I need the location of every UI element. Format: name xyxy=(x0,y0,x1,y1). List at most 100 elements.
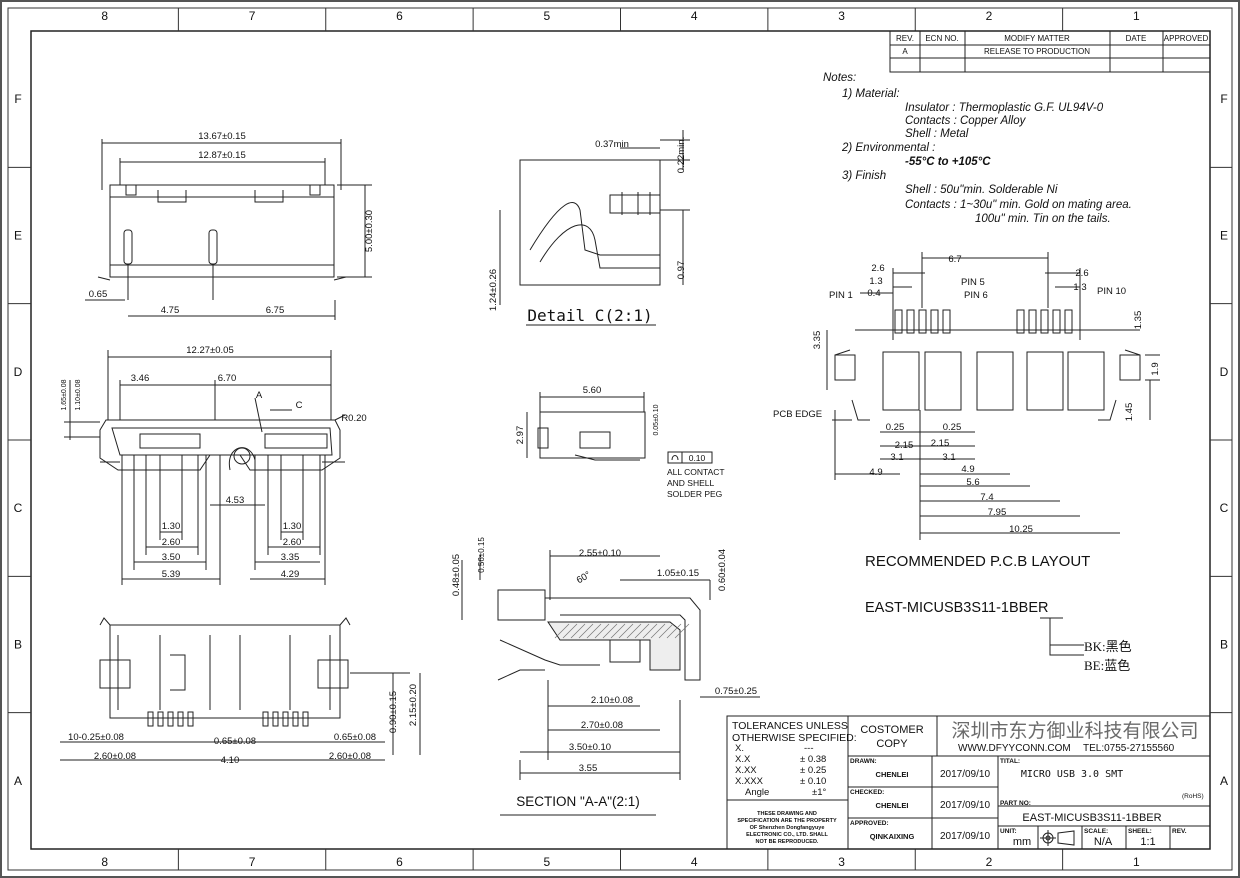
dim-label: 0.10 xyxy=(689,453,706,463)
dim-label: 5.00±0.30 xyxy=(364,210,375,252)
zone-col-label: 3 xyxy=(838,855,845,869)
dim-label: 2.97 xyxy=(515,426,526,445)
approved-by: QINKAIXING xyxy=(870,832,915,841)
zone-row-label: C xyxy=(14,501,23,515)
section-title: SECTION "A-A"(2:1) xyxy=(516,794,640,809)
rev-row-modify: RELEASE TO PRODUCTION xyxy=(984,47,1090,56)
dim-label: 6.7 xyxy=(948,254,961,265)
dim-label: 0.37min xyxy=(595,139,629,150)
dim-label: 0.90±0.15 xyxy=(388,691,399,733)
dim-label: 2.6 xyxy=(871,263,884,274)
dim-label: 2.15 xyxy=(895,440,914,451)
dim-label: 1.35 xyxy=(1133,311,1144,330)
rev-label: REV. xyxy=(1172,828,1187,835)
part-code: EAST-MICUSB3S11-1BBER xyxy=(865,600,1048,616)
dim-label: 5.60 xyxy=(583,385,602,396)
pin-tail xyxy=(262,711,269,727)
dim-label: 0.4 xyxy=(867,288,880,299)
top-view xyxy=(85,139,372,320)
tolerance-value: ± 0.10 xyxy=(800,776,826,787)
drawn-label: DRAWN: xyxy=(850,758,877,765)
note-line: Insulator : Thermoplastic G.F. UL94V-0 xyxy=(905,102,1104,114)
tolerance-key: X.XX xyxy=(735,765,757,776)
zone-col-label: 1 xyxy=(1133,9,1140,23)
zone-col-label: 2 xyxy=(986,855,993,869)
unit-value: mm xyxy=(1013,836,1031,848)
dim-label: 6.75 xyxy=(266,305,285,316)
property-notice: ELECTRONIC CO., LTD. SHALL xyxy=(746,832,828,838)
dim-label: C xyxy=(296,400,303,411)
zone-col-label: 3 xyxy=(838,9,845,23)
zone-row-label: E xyxy=(14,229,22,243)
coplanarity-note: AND SHELL xyxy=(667,478,715,488)
checked-by: CHENLEI xyxy=(876,801,909,810)
scale-label: SCALE: xyxy=(1084,828,1108,835)
dim-label: 7.95 xyxy=(988,507,1007,518)
tolerance-value: ±1° xyxy=(812,787,826,798)
property-notice: THESE DRAWING AND xyxy=(757,811,817,817)
zone-row-label: B xyxy=(14,638,22,652)
pin-tail xyxy=(187,711,194,727)
dim-label: 2.70±0.08 xyxy=(581,720,623,731)
dim-label: 4.75 xyxy=(161,305,180,316)
section-view xyxy=(461,550,760,780)
dim-label: 5.39 xyxy=(162,569,181,580)
pcb-pad xyxy=(1040,309,1049,334)
dim-label: 2.10±0.08 xyxy=(591,695,633,706)
dim-label: 5.6 xyxy=(966,477,979,488)
zone-col-label: 7 xyxy=(249,9,256,23)
tolerance-key: X. xyxy=(735,743,744,754)
pcb-pad xyxy=(942,309,951,334)
dim-label: 4.9 xyxy=(961,464,974,475)
pcb-pad xyxy=(1064,309,1073,334)
zone-col-label: 8 xyxy=(101,855,108,869)
pin-tail xyxy=(282,711,289,727)
tolerance-heading: OTHERWISE SPECIFIED: xyxy=(732,732,857,744)
front-view xyxy=(64,350,346,585)
dim-label: 2.6 xyxy=(1075,268,1088,279)
dim-label: 1.9 xyxy=(1150,362,1161,375)
pcb-pad xyxy=(918,309,927,334)
dim-label: 4.29 xyxy=(281,569,300,580)
dim-label: 0.25 xyxy=(943,422,962,433)
note-line: 3) Finish xyxy=(842,170,886,182)
note-line: Contacts : 1~30u" min. Gold on mating ar… xyxy=(905,199,1132,211)
dim-label: 2.60 xyxy=(162,537,181,548)
dim-label: 2.60±0.08 xyxy=(329,751,371,762)
dim-label: 6.70 xyxy=(218,373,237,384)
pin-tail xyxy=(272,711,279,727)
checked-label: CHECKED: xyxy=(850,789,884,796)
pcb-layout-view xyxy=(826,252,1160,540)
dim-label: 12.27±0.05 xyxy=(186,345,233,356)
scale-value: N/A xyxy=(1094,836,1113,848)
note-line: -55°C to +105°C xyxy=(905,156,991,168)
rohs-mark: (RoHS) xyxy=(1182,793,1204,800)
notes: Notes: 1) Material: Insulator : Thermopl… xyxy=(823,72,1132,225)
pcb-pad xyxy=(1028,309,1037,334)
rev-header-rev: REV. xyxy=(896,34,914,43)
pin-tail xyxy=(157,711,164,727)
tolerance-value: ± 0.38 xyxy=(800,754,826,765)
approved-label: APPROVED: xyxy=(850,820,889,827)
dim-label: 2.15 xyxy=(931,438,950,449)
side-view xyxy=(526,392,713,464)
note-line: 2) Environmental : xyxy=(841,142,935,154)
pin-tail xyxy=(177,711,184,727)
tolerance-heading: TOLERANCES UNLESS xyxy=(732,720,848,732)
dim-label: 0.60±0.04 xyxy=(717,549,728,591)
pcb-pads xyxy=(894,309,1073,334)
color-option: BE:蓝色 xyxy=(1084,658,1130,673)
dim-label: 1.24±0.26 xyxy=(488,269,499,311)
rev-header-date: DATE xyxy=(1126,34,1147,43)
dim-label: 0.75±0.25 xyxy=(715,686,757,697)
company-tel: TEL:0755-27155560 xyxy=(1083,743,1175,754)
dim-label: 3.35 xyxy=(281,552,300,563)
dim-label: 3.1 xyxy=(942,452,955,463)
rev-header-ecn: ECN NO. xyxy=(925,34,958,43)
note-line: Contacts : Copper Alloy xyxy=(905,115,1027,127)
pcb-edge-label: PCB EDGE xyxy=(773,409,822,420)
checked-date: 2017/09/10 xyxy=(940,800,990,811)
zone-col-label: 4 xyxy=(691,855,698,869)
